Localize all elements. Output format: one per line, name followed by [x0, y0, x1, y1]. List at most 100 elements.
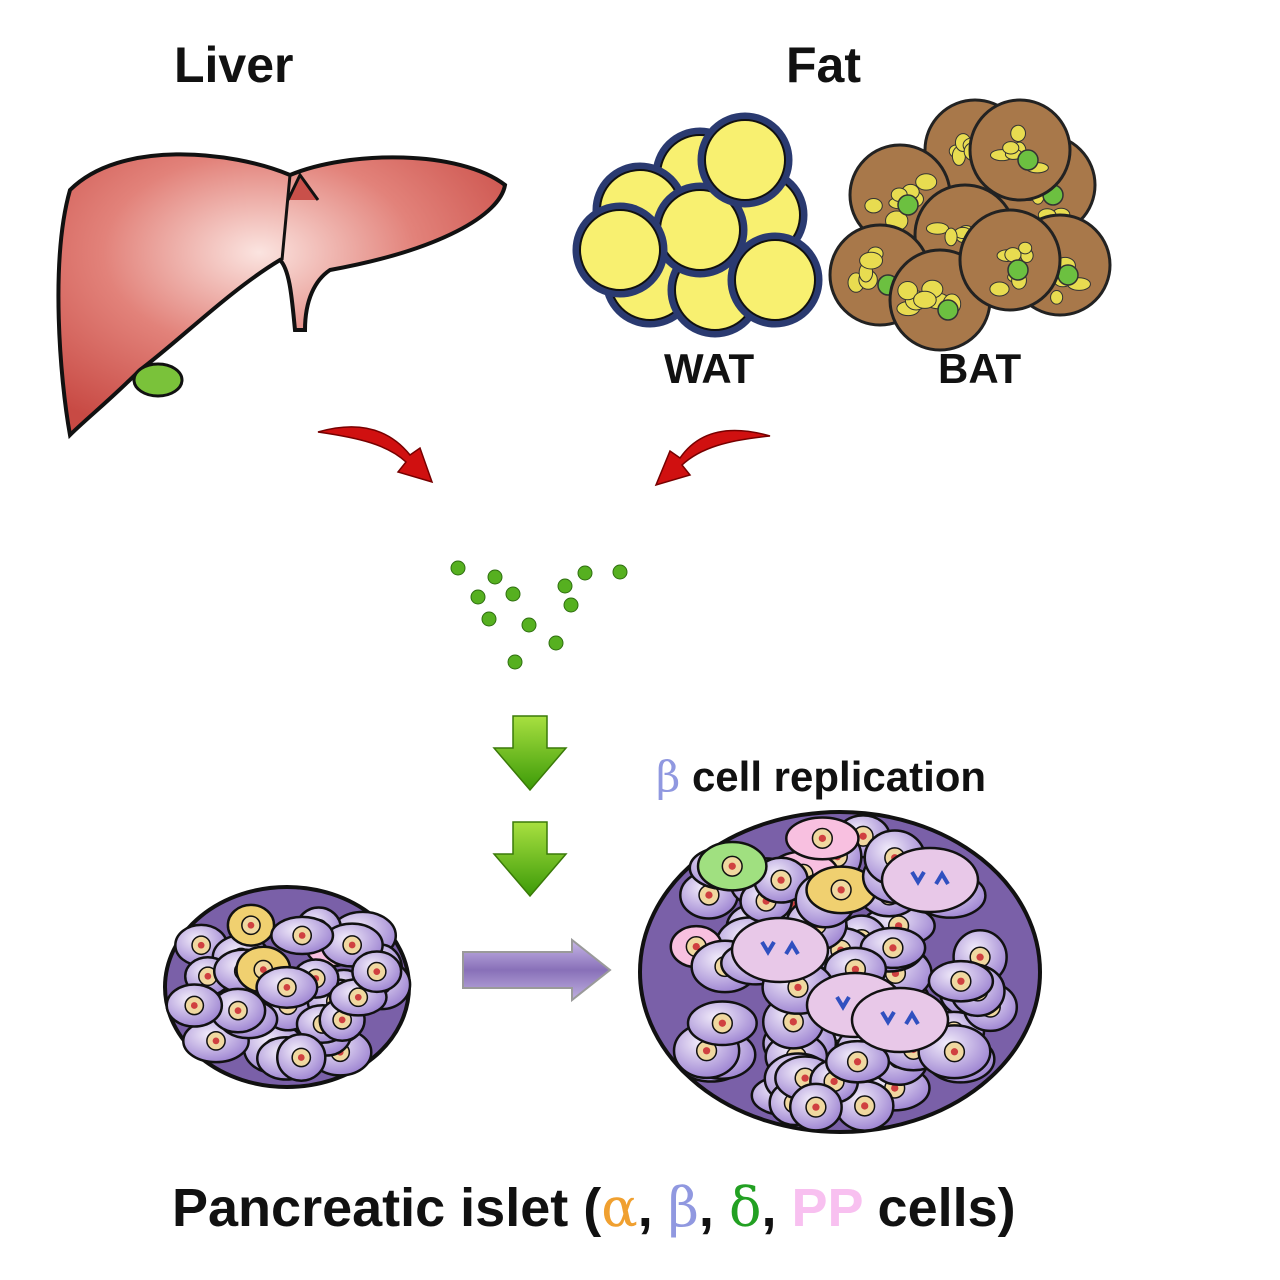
nucleolus — [197, 941, 205, 949]
nucleolus — [853, 1058, 862, 1066]
secreted-factor-dot — [505, 586, 521, 602]
lipid-droplet — [859, 251, 884, 270]
secreted-factor-dot — [557, 578, 573, 594]
nucleolus — [298, 932, 306, 939]
lipid-droplet — [734, 239, 816, 321]
secreted-factor-dot — [481, 611, 497, 627]
caption-sep: , — [637, 1178, 668, 1238]
nucleolus — [830, 1077, 838, 1086]
nucleus — [1017, 149, 1039, 171]
liver-title: Liver — [174, 37, 294, 93]
nucleolus — [348, 941, 356, 949]
nucleolus — [283, 984, 291, 991]
nucleolus — [812, 1103, 820, 1111]
nucleolus — [234, 1007, 242, 1014]
nucleolus — [190, 1002, 198, 1009]
green-arrow-down-1 — [492, 715, 568, 792]
nucleolus — [728, 862, 736, 870]
nucleolus — [212, 1037, 220, 1045]
secreted-factor-dot — [577, 565, 593, 581]
nucleolus — [692, 942, 700, 951]
nucleus — [897, 194, 919, 216]
delta-symbol: δ — [728, 1176, 762, 1239]
beta-symbol: β — [656, 752, 681, 801]
nucleolus — [889, 944, 897, 952]
nucleolus — [247, 921, 255, 929]
nucleus — [1007, 259, 1029, 281]
nucleolus — [705, 891, 713, 899]
caption-suffix: cells) — [862, 1178, 1016, 1238]
secreted-factor-dot — [507, 654, 523, 670]
nucleus — [1057, 264, 1079, 286]
lipid-droplet — [1010, 124, 1026, 143]
lipid-droplet — [1002, 141, 1020, 155]
nucleolus — [801, 1074, 809, 1082]
bat-illustration — [828, 98, 1112, 352]
secreted-factors — [450, 560, 628, 670]
nucleus — [937, 299, 959, 321]
secreted-factor-dot — [487, 569, 503, 585]
lipid-droplet — [1050, 290, 1064, 305]
lipid-droplet — [989, 281, 1010, 297]
replication-text: cell replication — [680, 753, 987, 800]
nucleolus — [837, 886, 845, 894]
large-islet-illustration — [638, 810, 1042, 1134]
lipid-droplet — [704, 119, 786, 201]
dividing-cell — [880, 846, 980, 914]
secreted-factor-dot — [612, 564, 628, 580]
gallbladder-icon — [132, 362, 184, 398]
secreted-factor-dot — [450, 560, 466, 576]
alpha-symbol: α — [601, 1176, 638, 1239]
purple-arrow-right — [462, 937, 612, 1003]
caption-prefix: Pancreatic islet ( — [172, 1178, 602, 1238]
liver-illustration — [56, 152, 508, 440]
nucleolus — [718, 1019, 726, 1027]
secreted-factor-dot — [563, 597, 579, 613]
red-arrow-left — [317, 426, 434, 484]
beta-symbol: β — [667, 1176, 699, 1239]
nucleolus — [777, 876, 785, 884]
nucleolus — [789, 1018, 797, 1026]
wat-illustration — [572, 112, 823, 338]
nucleolus — [859, 832, 867, 840]
secreted-factor-dot — [521, 617, 537, 633]
pancreatic-islet-caption: Pancreatic islet (α, β, δ, PP cells) — [172, 1176, 1016, 1239]
dividing-cell — [850, 986, 950, 1054]
nucleolus — [297, 1054, 305, 1061]
lipid-droplet — [925, 222, 950, 235]
nucleolus — [950, 1048, 959, 1056]
chromosomes — [910, 870, 950, 886]
nucleolus — [338, 1016, 346, 1024]
dividing-cell — [730, 916, 830, 984]
red-arrow-right — [654, 429, 771, 487]
beta-cell-replication-label: β cell replication — [656, 752, 986, 801]
nucleolus — [373, 968, 381, 976]
nucleolus — [861, 1102, 869, 1110]
nucleolus — [794, 983, 802, 992]
chromosomes — [760, 940, 800, 956]
nucleolus — [818, 834, 826, 842]
nucleolus — [957, 977, 965, 985]
lipid-droplet — [1018, 241, 1033, 255]
pp-label: PP — [791, 1178, 863, 1238]
caption-sep: , — [698, 1178, 729, 1238]
nucleolus — [976, 953, 984, 961]
lipid-droplet — [897, 281, 918, 301]
wat-label: WAT — [664, 345, 755, 392]
nucleolus — [702, 1047, 711, 1055]
fat-title: Fat — [786, 37, 861, 93]
chromosomes — [880, 1010, 920, 1026]
nucleolus — [851, 965, 860, 974]
lipid-droplet — [864, 198, 883, 214]
small-islet-illustration — [163, 885, 412, 1089]
lipid-droplet — [913, 290, 937, 309]
lipid-droplet — [579, 209, 661, 291]
nucleolus — [891, 1084, 899, 1092]
lipid-droplet — [915, 173, 938, 191]
caption-sep: , — [761, 1178, 792, 1238]
secreted-factor-dot — [548, 635, 564, 651]
nucleolus — [204, 972, 212, 980]
nucleolus — [354, 993, 362, 1001]
lipid-droplet — [944, 227, 958, 247]
